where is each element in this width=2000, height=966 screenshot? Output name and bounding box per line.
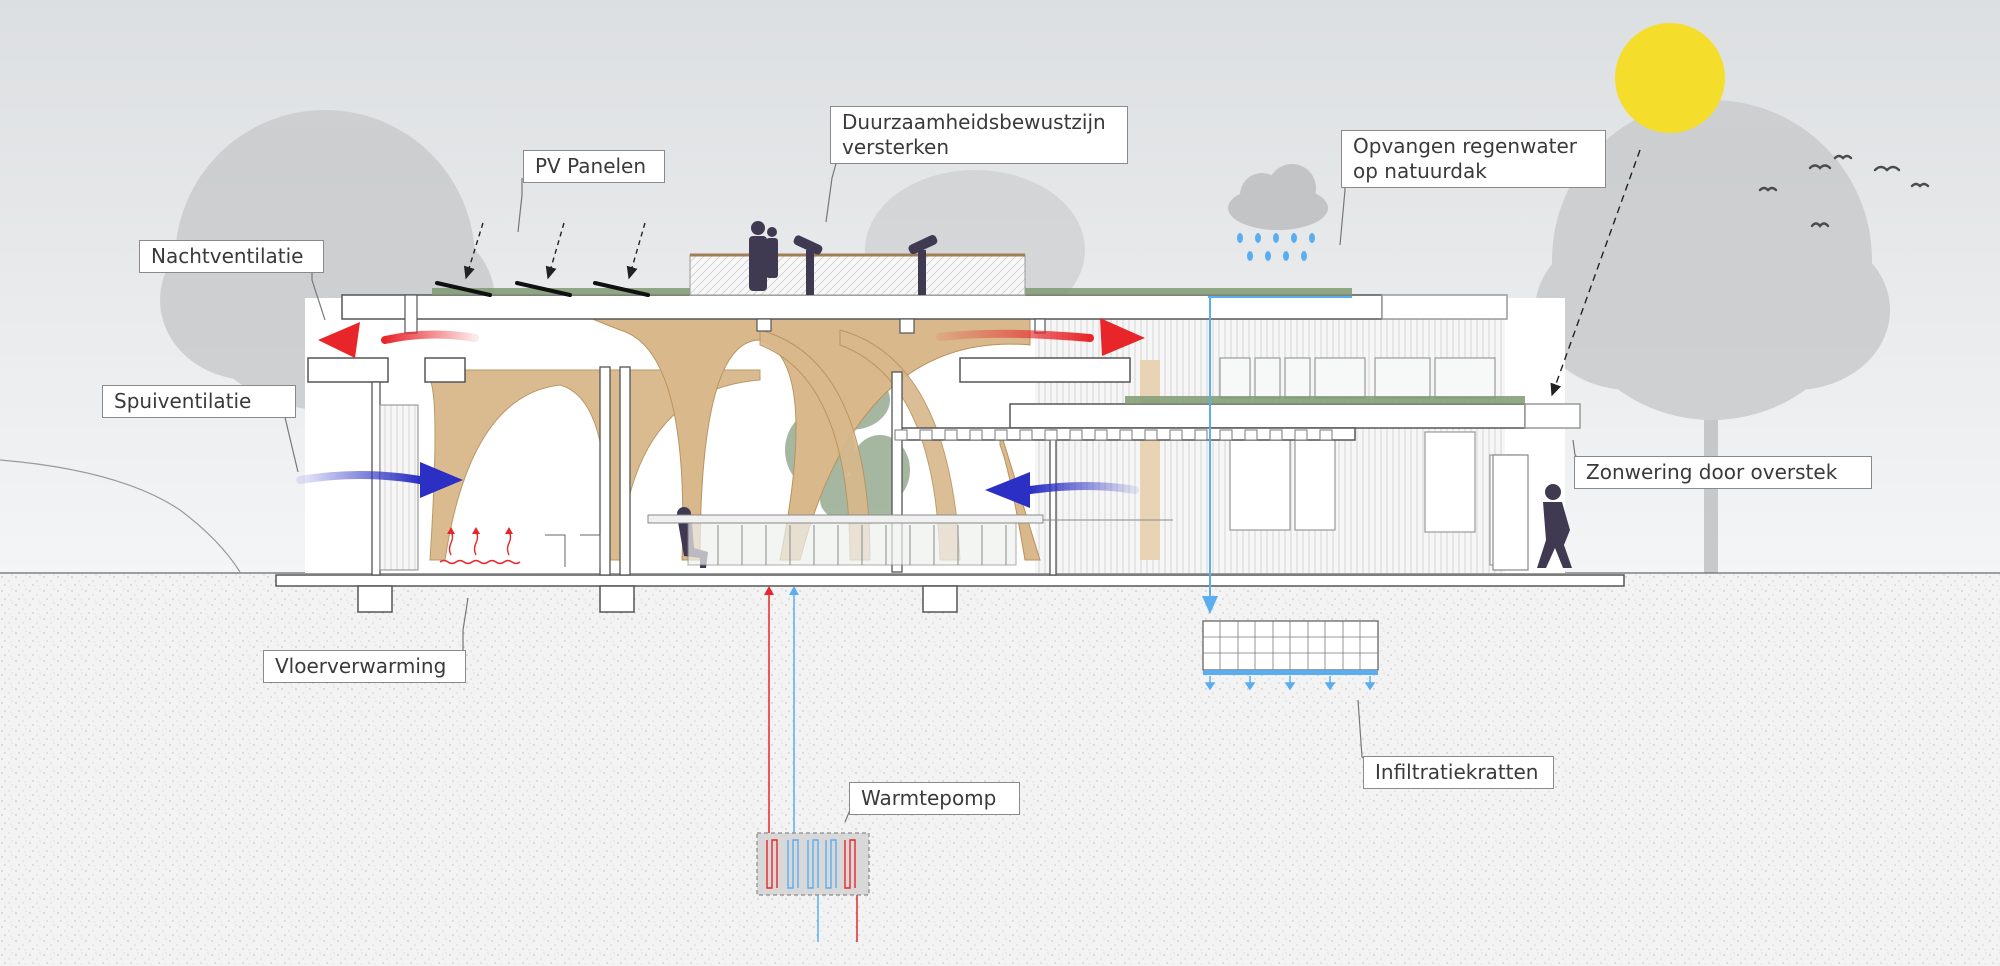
floor-heating-icon <box>439 527 521 565</box>
warm-air-arrow-left <box>318 322 479 358</box>
label-text: Infiltratiekratten <box>1375 760 1539 784</box>
pv-panels <box>435 281 650 297</box>
label-infiltratiekratten: Infiltratiekratten <box>1363 756 1554 789</box>
label-text-line1: Duurzaamheidsbewustzijn <box>842 110 1106 134</box>
label-text-line2: versterken <box>842 135 950 159</box>
person-icon <box>749 221 778 291</box>
warm-air-arrow-right <box>936 318 1145 356</box>
label-text: Nachtventilatie <box>151 244 304 268</box>
label-spuiventilatie: Spuiventilatie <box>102 385 296 418</box>
sun-icon <box>1615 23 1725 133</box>
telescope-icon <box>793 235 938 295</box>
label-regenwater: Opvangen regenwater op natuurdak <box>1341 130 1606 188</box>
observation-deck <box>689 253 1026 296</box>
foundation <box>275 574 1625 613</box>
left-facade <box>379 404 419 571</box>
person-icon <box>1537 484 1572 568</box>
label-text: Vloerverwarming <box>275 654 447 678</box>
label-text-line1: Opvangen regenwater <box>1353 134 1577 158</box>
heat-pump-icon <box>756 832 870 896</box>
bar-stools <box>545 514 1173 567</box>
hill-outline <box>0 459 241 573</box>
label-pv-panelen: PV Panelen <box>523 150 665 183</box>
heat-pump-pipes <box>764 586 858 942</box>
label-text: Zonwering door overstek <box>1586 460 1838 484</box>
sun-ray-overhang <box>1550 149 1641 397</box>
birds-icon <box>1758 154 1930 228</box>
label-text: Warmtepomp <box>861 786 997 810</box>
label-nachtventilatie: Nachtventilatie <box>139 240 324 273</box>
tree-icon <box>1535 100 1890 575</box>
upper-windows <box>1219 357 1496 399</box>
label-zonwering: Zonwering door overstek <box>1574 456 1872 489</box>
sun-rays-pv <box>463 222 646 280</box>
rain-cloud-icon <box>1228 164 1328 261</box>
label-duurzaamheid: Duurzaamheidsbewustzijn versterken <box>830 106 1128 164</box>
joist-row <box>894 429 1333 441</box>
ground <box>0 573 2000 966</box>
infiltration-crate-icon <box>1202 620 1379 691</box>
rainwater-pipe <box>1202 296 1352 614</box>
label-vloerverwarming: Vloerverwarming <box>263 650 466 683</box>
label-text-line2: op natuurdak <box>1353 159 1487 183</box>
door <box>1492 454 1529 571</box>
cool-air-arrow-left <box>985 472 1139 508</box>
label-text: Spuiventilatie <box>114 389 252 413</box>
label-warmtepomp: Warmtepomp <box>849 782 1020 815</box>
label-text: PV Panelen <box>535 154 647 178</box>
cool-air-arrow-right <box>296 462 463 498</box>
